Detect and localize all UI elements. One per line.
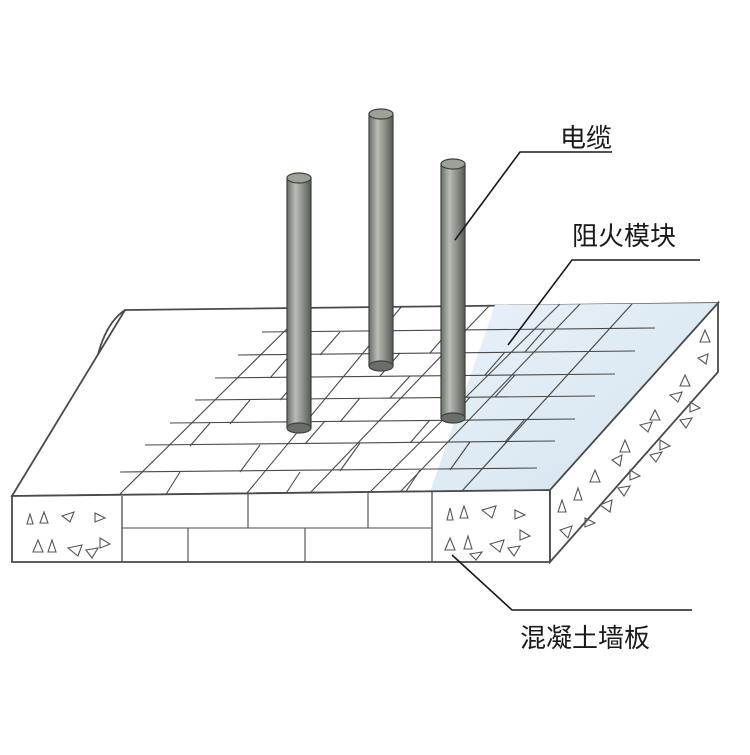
slab-front-face: [11, 489, 551, 563]
fire-block-edge: [461, 303, 633, 492]
label-concrete-wall: 混凝土墙板: [520, 624, 651, 654]
label-cable: 电缆: [560, 124, 613, 154]
leader-line-cable: [454, 151, 612, 241]
fire-block-region: [430, 303, 718, 492]
cable-right: [440, 158, 466, 424]
label-fire-block: 阻火模块: [572, 222, 677, 252]
brick-pattern-front: [122, 493, 432, 562]
leader-line-concrete-wall: [451, 554, 692, 611]
leader-line-fire-block: [507, 259, 700, 346]
concrete-aggregate-right: [444, 504, 532, 561]
slab-side-face: [549, 300, 719, 565]
cable-left: [286, 172, 312, 434]
concrete-aggregate-side: [557, 328, 711, 540]
cable-middle: [368, 108, 394, 372]
concrete-aggregate-left: [26, 510, 112, 559]
